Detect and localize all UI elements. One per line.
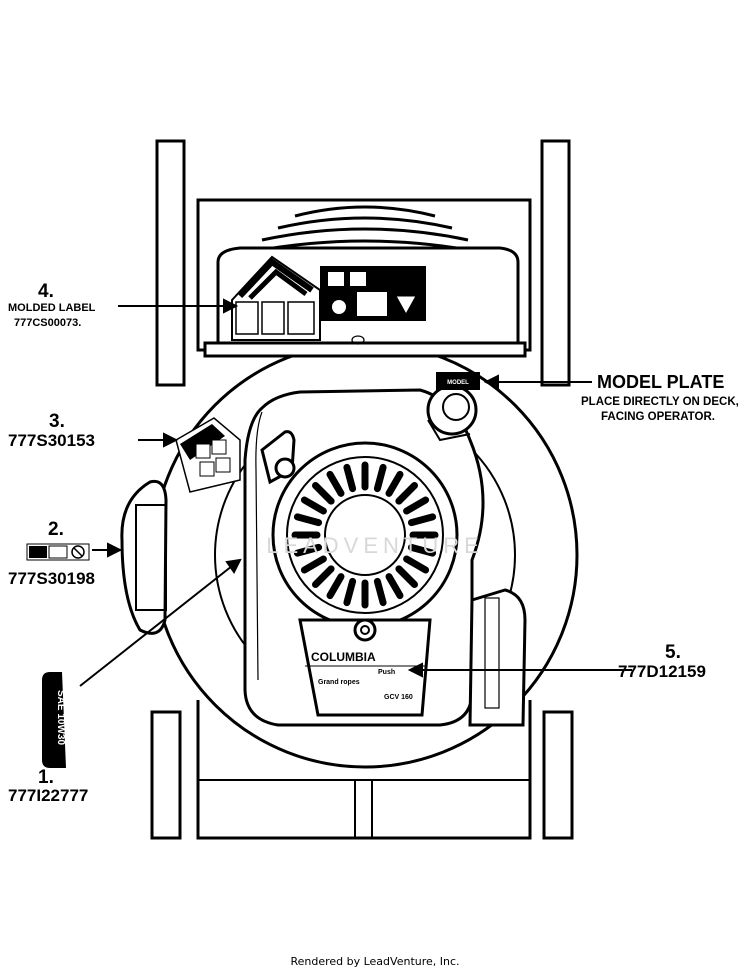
engine-label-panel — [298, 618, 432, 717]
vent-slot — [385, 573, 404, 600]
model-plate-title: MODEL PLATE — [597, 372, 724, 392]
oil-label-text: SAE 10W30 — [55, 690, 66, 745]
vent-slot — [312, 565, 335, 588]
engine-type: Push — [378, 669, 395, 676]
callout-2-part: 777S30198 — [8, 569, 95, 588]
callout-4-number: 4. — [38, 281, 54, 302]
vent-slot — [407, 513, 437, 527]
vent-slot — [407, 543, 437, 557]
callout-5-number: 5. — [665, 642, 681, 663]
callout-3-number: 3. — [49, 411, 65, 432]
right-handle-upper — [540, 139, 571, 387]
callout-2-number: 2. — [48, 519, 64, 540]
decal-2-icons — [26, 543, 90, 561]
vent-slot — [300, 496, 327, 515]
model-plate-line2: FACING OPERATOR. — [601, 411, 715, 423]
model-plate-line1: PLACE DIRECTLY ON DECK, — [581, 396, 739, 408]
vent-slot — [403, 496, 430, 515]
decal-3-warning — [175, 417, 241, 493]
callout-1-number: 1. — [38, 767, 54, 788]
vent-slot — [403, 555, 430, 574]
front-deck — [196, 700, 532, 840]
left-handle-lower — [150, 710, 182, 840]
recoil-vent-slots — [291, 461, 439, 609]
model-plate — [436, 372, 480, 390]
vent-slot — [293, 513, 323, 527]
leader-lines — [79, 298, 632, 687]
right-handle-lower — [542, 710, 574, 840]
decal-1-oil: SAE 10W30 — [42, 672, 66, 768]
vent-slot — [343, 463, 357, 493]
svg-text:MODEL: MODEL — [447, 380, 469, 386]
engine-brand: COLUMBIA — [311, 650, 376, 664]
vent-slot — [312, 482, 335, 505]
vent-slot — [343, 577, 357, 607]
callout-4-line2: 777CS00073. — [14, 317, 81, 329]
vent-slot — [293, 543, 323, 557]
engine-subtitle: Grand ropes — [318, 679, 360, 686]
vent-slot — [326, 470, 345, 497]
left-handle-upper — [155, 139, 186, 387]
vent-slot — [395, 565, 418, 588]
callout-3-part: 777S30153 — [8, 431, 95, 450]
footer-credit: Rendered by LeadVenture, Inc. — [290, 955, 460, 968]
callout-4-line1: MOLDED LABEL — [8, 302, 96, 314]
watermark: LEADVENTURE — [266, 533, 484, 558]
vent-slot — [385, 470, 404, 497]
engine-model: GCV 160 — [384, 694, 413, 701]
callout-5-part: 777D12159 — [618, 662, 706, 681]
flap-hinge — [203, 341, 527, 358]
engine-side-block — [468, 588, 527, 727]
vent-slot — [300, 555, 327, 574]
vent-slot — [373, 463, 387, 493]
callout-1-part: 777I22777 — [8, 786, 88, 805]
housing-vent-fins — [249, 205, 481, 254]
vent-slot — [326, 573, 345, 600]
vent-slot — [395, 482, 418, 505]
molded-label-decal — [231, 255, 426, 341]
vent-slot — [373, 577, 387, 607]
